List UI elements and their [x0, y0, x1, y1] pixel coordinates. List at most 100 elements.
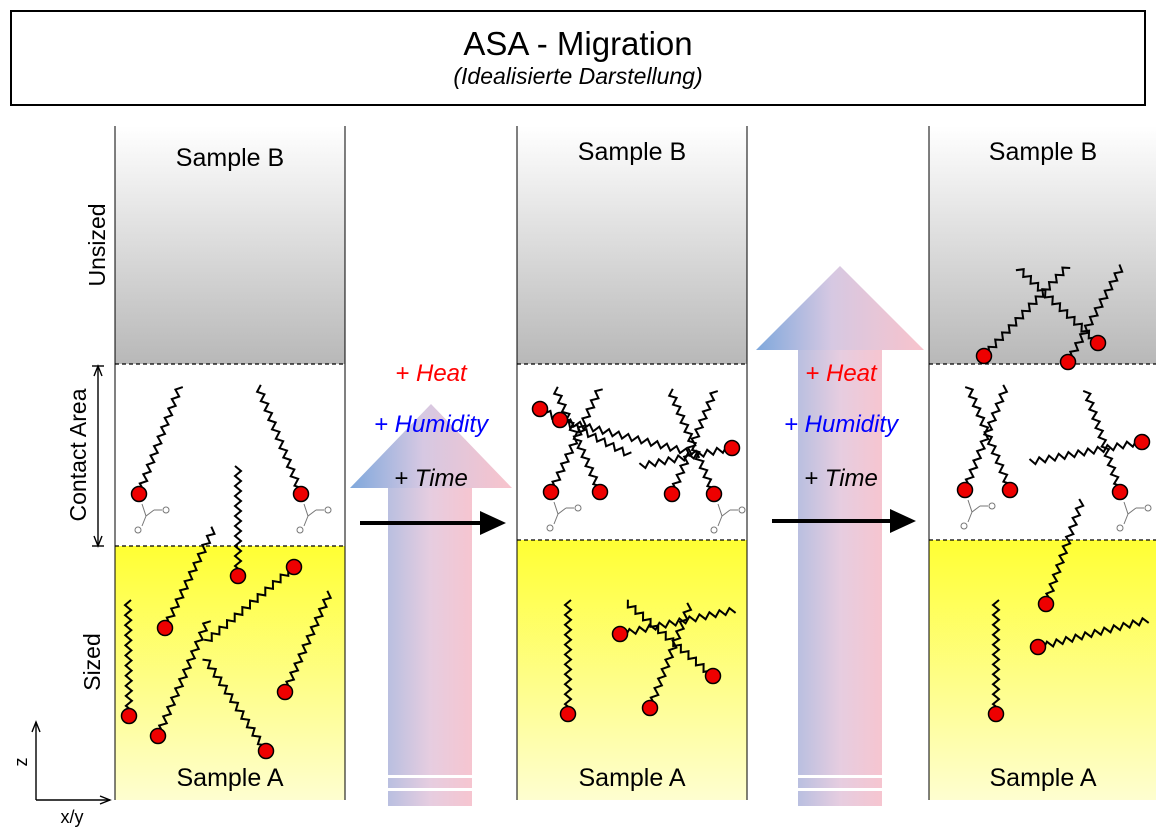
- contact-region: [517, 364, 747, 540]
- oxygen-atom: [1144, 504, 1152, 512]
- panel-2-sample-b-label: Sample B: [578, 138, 686, 166]
- transition-1-time: + Time: [394, 465, 468, 492]
- alkyl-chain: [1067, 264, 1124, 363]
- transition-2-humidity: + Humidity: [784, 411, 900, 438]
- panel-3: Sample B Sample A: [928, 126, 1156, 800]
- asa-molecules: [120, 264, 1152, 760]
- anhydride-head: [1089, 334, 1107, 352]
- anhydride-head: [257, 742, 275, 760]
- alkyl-chain: [649, 602, 693, 709]
- diagram-title: ASA - Migration: [463, 25, 693, 62]
- panel-2: Sample B Sample A: [516, 126, 748, 800]
- oxygen-atom: [960, 522, 968, 530]
- anhydride-head: [130, 485, 148, 503]
- z-axis-label: z: [11, 758, 31, 767]
- anhydride-head: [285, 558, 303, 576]
- sized-region: [115, 546, 345, 800]
- alkyl-chain: [563, 599, 573, 715]
- oxygen-atom: [324, 506, 332, 514]
- alkyl-chain: [1082, 389, 1123, 493]
- panel-1-sample-b-label: Sample B: [176, 144, 284, 172]
- anhydride-head: [723, 439, 741, 457]
- title-box: ASA - Migration (Idealisierte Darstellun…: [10, 10, 1146, 106]
- anhydride-head: [156, 619, 174, 637]
- anhydride-head: [1037, 595, 1055, 613]
- unsized-region: [517, 126, 747, 364]
- anhydride-head: [987, 705, 1005, 723]
- anhydride-head: [531, 400, 549, 418]
- panel-3-sample-b-label: Sample B: [989, 138, 1097, 166]
- oxygen-atom: [574, 504, 582, 512]
- panel-3-sample-a-label: Sample A: [989, 764, 1096, 792]
- anhydride-head: [1029, 638, 1047, 656]
- ester-bond: [1123, 501, 1144, 525]
- alkyl-chain: [638, 444, 733, 470]
- transition-2-time: + Time: [804, 465, 878, 492]
- anhydride-head: [551, 411, 569, 429]
- anhydride-head: [591, 483, 609, 501]
- contact-area-label: Contact Area: [65, 388, 91, 521]
- anhydride-head: [975, 347, 993, 365]
- diagram-subtitle: (Idealisierte Darstellung): [453, 63, 703, 89]
- oxygen-atom: [296, 526, 304, 534]
- alkyl-chain: [284, 590, 333, 693]
- ester-bond: [303, 503, 324, 527]
- alkyl-chain: [983, 266, 1071, 357]
- unsized-region: [115, 126, 345, 364]
- alkyl-chain: [559, 417, 701, 459]
- oxygen-atom: [546, 524, 554, 532]
- anhydride-head: [559, 705, 577, 723]
- transition-2-heat: + Heat: [805, 360, 878, 387]
- alkyl-chain: [619, 606, 737, 638]
- alkyl-chain: [138, 386, 184, 495]
- ester-bond: [717, 503, 738, 527]
- anhydride-head: [149, 727, 167, 745]
- alkyl-chain: [1037, 616, 1150, 650]
- alkyl-chain: [233, 465, 243, 577]
- transition-1-humidity: + Humidity: [374, 411, 490, 438]
- panel-2-sample-a-label: Sample A: [578, 764, 685, 792]
- transition-2: + Heat + Humidity + Time: [756, 266, 924, 806]
- axis-indicator: z x/y: [11, 720, 112, 827]
- transition-1-heat: + Heat: [395, 360, 468, 387]
- alkyl-chain: [1028, 438, 1143, 466]
- ester-bond: [967, 499, 988, 523]
- alkyl-chain: [1044, 498, 1085, 605]
- contact-region: [929, 364, 1156, 540]
- alkyl-chain: [1015, 268, 1099, 344]
- unsized-region: [929, 126, 1156, 364]
- oxygen-atom: [710, 526, 718, 534]
- oxygen-atom: [134, 526, 142, 534]
- panel-1-sample-a-label: Sample A: [176, 764, 283, 792]
- anhydride-head: [641, 699, 659, 717]
- unsized-label: Unsized: [84, 203, 110, 286]
- alkyl-chain: [202, 658, 267, 752]
- sized-region: [929, 540, 1156, 800]
- contact-area-bracket: [92, 364, 104, 548]
- anhydride-head: [1111, 483, 1129, 501]
- alkyl-chain: [157, 620, 212, 737]
- sized-label: Sized: [79, 633, 105, 691]
- alkyl-chain: [964, 384, 1009, 491]
- alkyl-chain: [255, 384, 304, 495]
- anhydride-head: [956, 481, 974, 499]
- anhydride-head: [1001, 481, 1019, 499]
- anhydride-head: [705, 485, 723, 503]
- anhydride-head: [704, 667, 722, 685]
- anhydride-head: [276, 683, 294, 701]
- oxygen-atom: [988, 502, 996, 510]
- alkyl-chain: [203, 566, 295, 643]
- oxygen-atom: [162, 506, 170, 514]
- alkyl-chain: [667, 388, 716, 495]
- anhydride-head: [611, 625, 629, 643]
- anhydride-head: [542, 483, 560, 501]
- anhydride-head: [1059, 353, 1077, 371]
- alkyl-chain: [164, 526, 216, 629]
- xy-axis-label: x/y: [60, 807, 83, 827]
- anhydride-head: [292, 485, 310, 503]
- alkyl-chain: [123, 599, 134, 717]
- alkyl-chain: [991, 599, 1001, 715]
- anhydride-head: [1133, 433, 1151, 451]
- anhydride-head: [229, 567, 247, 585]
